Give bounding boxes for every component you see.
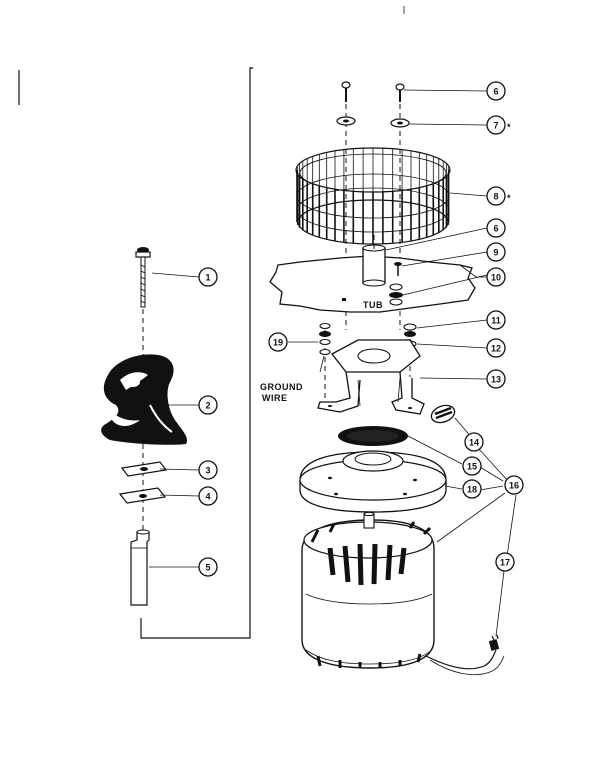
svg-text:12: 12 [491,344,501,354]
svg-text:13: 13 [491,375,501,385]
svg-text:*: * [507,193,511,203]
svg-text:6: 6 [493,87,498,97]
svg-text:15: 15 [467,462,477,472]
svg-text:9: 9 [493,248,498,258]
svg-text:*: * [507,122,511,132]
callout-14: 14 [464,432,484,452]
part-4-plate [118,487,167,504]
part-19-nut-stack [319,322,331,356]
callout-5: 5 [198,557,218,577]
callout-8: 8 * [486,186,511,206]
callout-12: 12 [486,338,506,358]
part-3-washer [120,461,168,477]
tub-label: TUB [363,300,383,310]
callout-4: 4 [198,486,218,506]
callout-10: 10 [486,267,506,287]
part-11-nut [403,323,417,337]
part-1-bolt [135,247,151,308]
callout-9: 9 [486,242,506,262]
callout-16: 16 [504,475,524,495]
part-2-agitator-cap [101,354,188,445]
part-16-motor-plate [299,450,447,513]
callout-15: 15 [462,456,482,476]
svg-text:1: 1 [205,273,210,283]
part-15-gasket [338,426,408,446]
part-8-wire-basket [295,147,451,245]
callout-6-hub: 6 [486,218,506,238]
part-6-screw-right [395,83,405,102]
svg-text:16: 16 [509,481,519,491]
svg-text:7: 7 [493,121,498,131]
part-7-washer-left [336,116,356,126]
part-6-screw-left [341,81,351,102]
svg-text:2: 2 [205,401,210,411]
assembly-bracket-frame [140,67,253,639]
callout-11: 11 [486,310,506,330]
svg-text:18: 18 [467,485,477,495]
callout-18: 18 [462,479,482,499]
callout-13: 13 [486,369,506,389]
part-13-motor-bracket [317,339,425,415]
ground-wire-label-line2: WIRE [262,393,288,403]
callout-7: 7 * [486,115,511,135]
part-9-small-bolt [394,262,402,276]
callout-6-top: 6 [486,81,506,101]
svg-text:4: 4 [205,492,210,502]
tub-hole-marker [342,298,346,301]
ground-wire-label-line1: GROUND [260,382,303,392]
part-7-washer-right [390,118,410,128]
part-14-small-cap [430,404,456,424]
part-5-shaft-sleeve [130,529,150,606]
motor [301,511,435,669]
callout-17: 17 [495,552,515,572]
part-17-power-cord [425,634,505,676]
svg-text:17: 17 [500,558,510,568]
callout-3: 3 [198,460,218,480]
svg-text:8: 8 [493,192,498,202]
svg-text:11: 11 [491,316,501,326]
callout-2: 2 [198,395,218,415]
leader-lines [149,89,517,637]
svg-text:5: 5 [205,563,210,573]
callout-19: 19 [268,332,288,352]
part-6-tub-hub [362,235,386,287]
svg-text:19: 19 [273,338,283,348]
svg-text:6: 6 [493,224,498,234]
callout-1: 1 [198,267,218,287]
part-10-washer-stack [389,283,403,306]
svg-text:3: 3 [205,466,210,476]
svg-text:14: 14 [469,438,479,448]
svg-text:10: 10 [491,273,501,283]
